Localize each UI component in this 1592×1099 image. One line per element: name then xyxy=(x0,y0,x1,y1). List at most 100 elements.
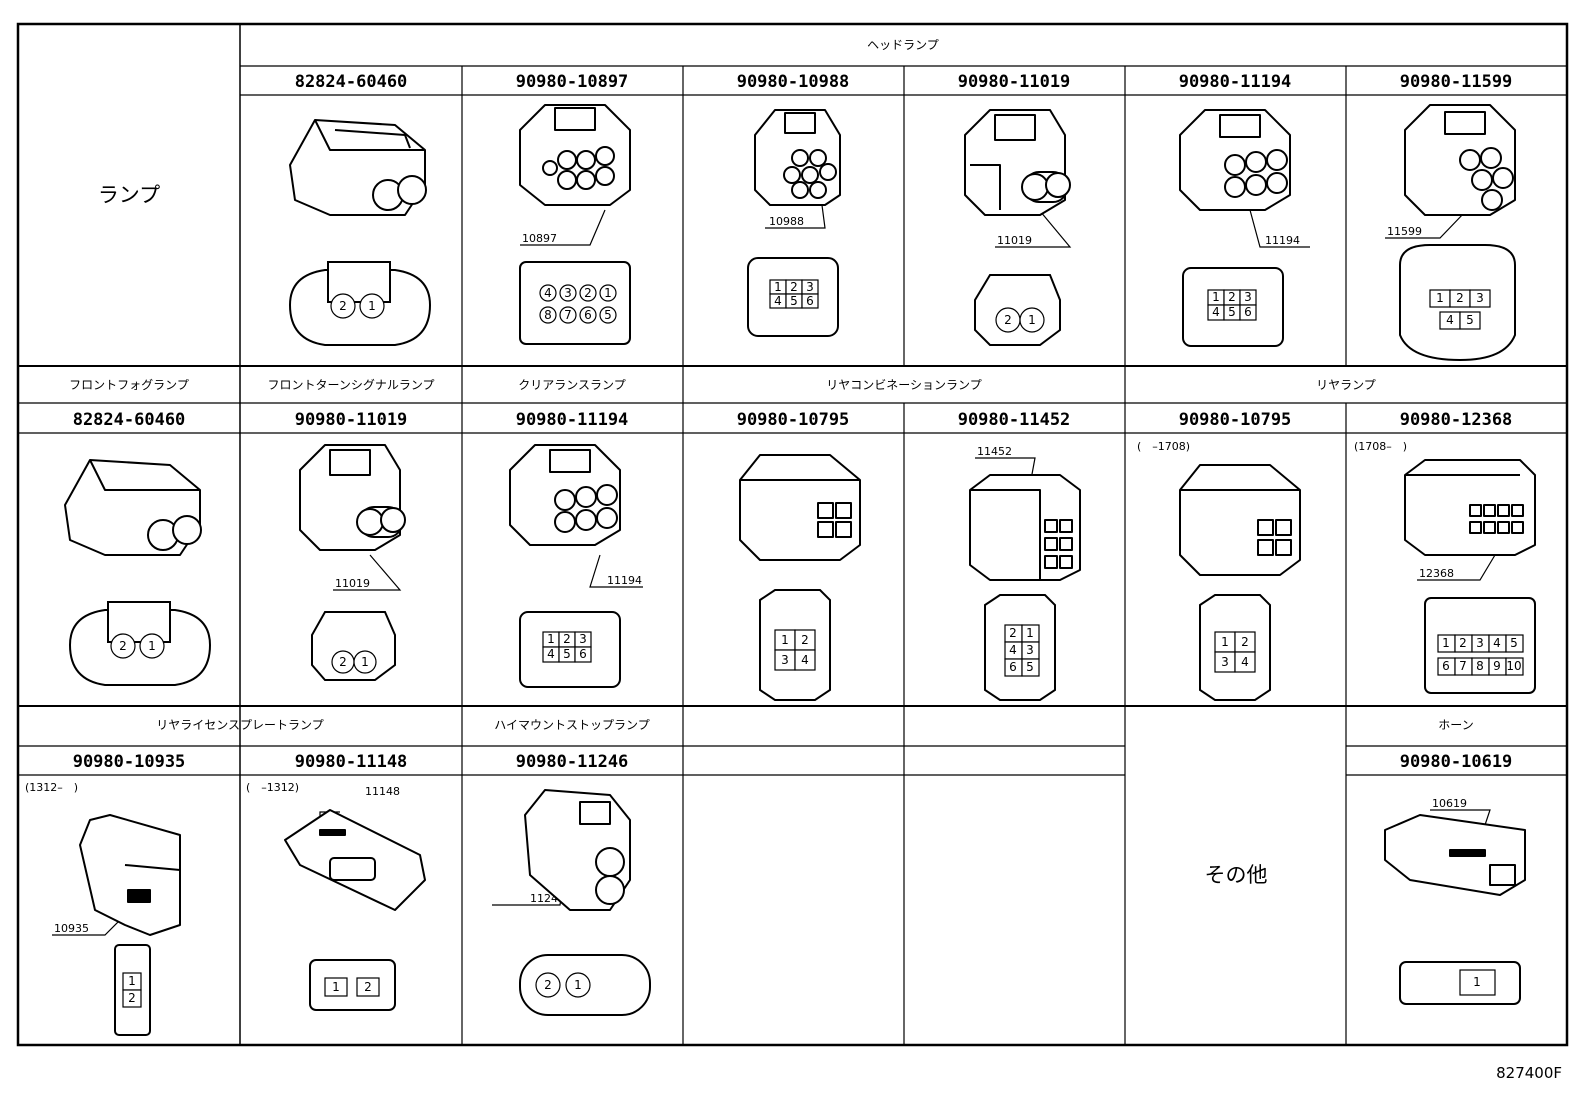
connector-body-icon xyxy=(1179,109,1291,211)
pin-label: 9 xyxy=(1493,659,1501,673)
pin-label: 2 xyxy=(339,299,347,313)
pin-label: 5 xyxy=(790,294,798,308)
pin-label: 3 xyxy=(781,653,789,667)
pin-label: 4 xyxy=(1446,313,1454,327)
pin-label: 1 xyxy=(148,639,156,653)
part-number: 82824-60460 xyxy=(73,410,186,430)
pin-label: 7 xyxy=(564,308,572,322)
part-number: 90980-10988 xyxy=(737,72,850,92)
callout-label: 11452 xyxy=(977,445,1012,458)
part-number: 90980-12368 xyxy=(1400,410,1513,430)
connector-body-icon xyxy=(299,444,406,551)
pin-label: 2 xyxy=(1241,635,1249,649)
pin-label: 7 xyxy=(1459,659,1467,673)
pin-label: 4 xyxy=(1241,655,1249,669)
pin-label: 5 xyxy=(604,308,612,322)
part-number: 90980-11194 xyxy=(1179,72,1292,92)
connector-body-icon xyxy=(64,459,202,556)
pin-label: 1 xyxy=(1212,290,1220,304)
date-range: (1708– ) xyxy=(1354,440,1407,453)
date-range: ( –1312) xyxy=(246,781,299,794)
date-range: (1312– ) xyxy=(25,781,78,794)
connector-face xyxy=(519,261,631,345)
callout-labels: 10897 10988 11019 11194 11599 11019 1119… xyxy=(54,215,1467,935)
other-label: その他 xyxy=(1205,863,1268,887)
connector-body-icon xyxy=(739,454,861,561)
group-rear: リヤランプ xyxy=(1316,378,1376,392)
connector-body-icon xyxy=(79,814,181,936)
pin-label: 4 xyxy=(1212,305,1220,319)
pin-label: 3 xyxy=(1476,291,1484,305)
figure-id: 827400F xyxy=(1496,1064,1562,1082)
connector-body-icon xyxy=(1179,464,1301,576)
pin-label: 2 xyxy=(1004,313,1012,327)
callout-label: 11194 xyxy=(1265,234,1300,247)
pin-label: 2 xyxy=(563,632,571,646)
group-front-turn: フロントターンシグナルランプ xyxy=(267,378,434,392)
part-number: 90980-10935 xyxy=(73,752,186,772)
pin-label: 1 xyxy=(1221,635,1229,649)
pin-label: 3 xyxy=(1026,643,1034,657)
pin-label: 2 xyxy=(1459,636,1467,650)
pin-label: 5 xyxy=(1466,313,1474,327)
pin-label: 2 xyxy=(1009,626,1017,640)
group-license: リヤライセンスプレートランプ xyxy=(156,718,323,732)
part-number: 90980-11019 xyxy=(958,72,1071,92)
pin-label: 1 xyxy=(774,280,782,294)
callout-label: 11148 xyxy=(365,785,400,798)
pin-label: 4 xyxy=(1493,636,1501,650)
part-number: 90980-11148 xyxy=(295,752,408,772)
pin-label: 4 xyxy=(1009,643,1017,657)
category-label: ランプ xyxy=(98,183,160,207)
pin-label: 2 xyxy=(790,280,798,294)
connector-body-icon xyxy=(1384,814,1526,896)
pin-label: 6 xyxy=(806,294,814,308)
connector-face xyxy=(311,611,396,681)
part-number: 90980-11019 xyxy=(295,410,408,430)
pin-label: 1 xyxy=(128,974,136,988)
pin-label: 2 xyxy=(1228,290,1236,304)
pin-label: 3 xyxy=(579,632,587,646)
part-number: 82824-60460 xyxy=(295,72,408,92)
callout-label: 12368 xyxy=(1419,567,1454,580)
callout-label: 11194 xyxy=(607,574,642,587)
pin-label: 1 xyxy=(1436,291,1444,305)
part-number: 90980-10897 xyxy=(516,72,629,92)
table-grid xyxy=(16,22,1569,1047)
pin-label: 8 xyxy=(544,308,552,322)
group-high-mount: ハイマウントストップランプ xyxy=(494,718,649,732)
date-range: ( –1708) xyxy=(1137,440,1190,453)
pin-label: 1 xyxy=(781,633,789,647)
callout-label: 11599 xyxy=(1387,225,1422,238)
part-number: 90980-11599 xyxy=(1400,72,1513,92)
pin-label: 3 xyxy=(806,280,814,294)
pin-label: 4 xyxy=(801,653,809,667)
connector-body-icon xyxy=(289,119,427,216)
pin-label: 4 xyxy=(547,647,555,661)
pin-label: 6 xyxy=(1009,660,1017,674)
callout-label: 11019 xyxy=(335,577,370,590)
connector-body-icon xyxy=(969,474,1081,581)
pin-label: 2 xyxy=(128,991,136,1005)
pin-label: 5 xyxy=(1510,636,1518,650)
connector-face xyxy=(974,274,1061,346)
pin-label: 1 xyxy=(1028,313,1036,327)
group-horn: ホーン xyxy=(1438,718,1473,732)
connector-bodies xyxy=(64,104,1536,936)
pin-label: 2 xyxy=(119,639,127,653)
pin-label: 3 xyxy=(1221,655,1229,669)
pin-label: 1 xyxy=(1442,636,1450,650)
pin-label: 3 xyxy=(1244,290,1252,304)
pin-label: 10 xyxy=(1506,659,1521,673)
part-number: 90980-10795 xyxy=(1179,410,1292,430)
part-numbers: 82824-60460 90980-10897 90980-10988 9098… xyxy=(73,72,1513,772)
connector-body-icon xyxy=(524,789,631,911)
group-headlamp: ヘッドランプ xyxy=(867,38,939,52)
pin-label: 1 xyxy=(574,978,582,992)
pin-label: 3 xyxy=(1476,636,1484,650)
pin-label: 2 xyxy=(339,655,347,669)
connector-face xyxy=(309,959,396,1011)
callout-label: 10935 xyxy=(54,922,89,935)
pins xyxy=(110,279,1524,1008)
